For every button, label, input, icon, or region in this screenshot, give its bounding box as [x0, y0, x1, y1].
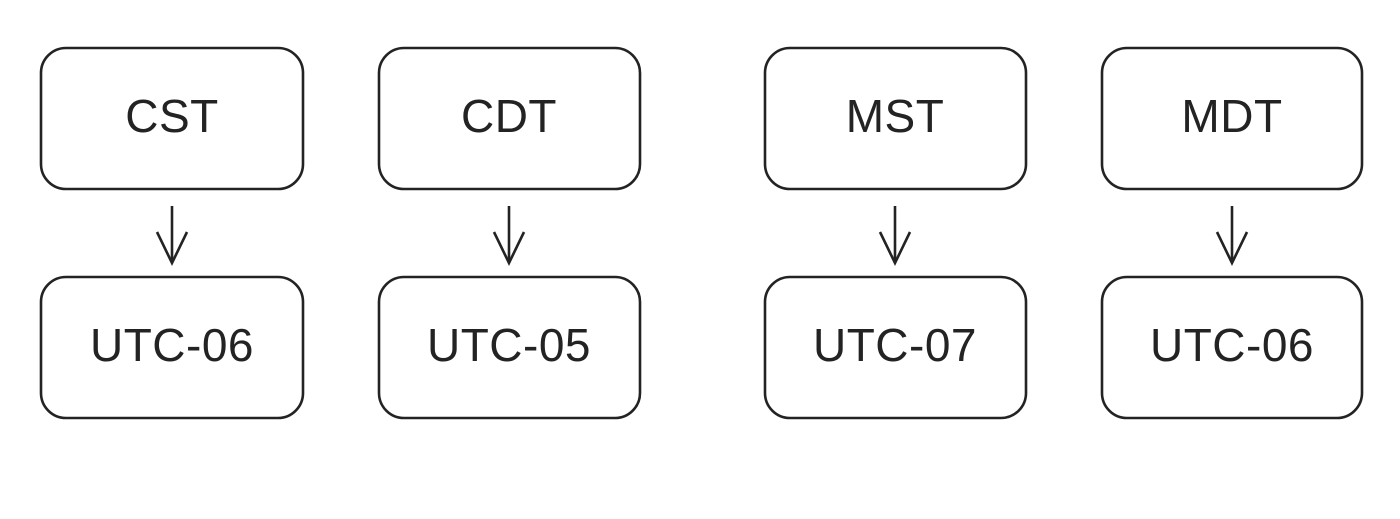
node-utc-06-cst-shape [39, 275, 305, 420]
node-utc-07-mst-shape [763, 275, 1028, 420]
node-mdt-label: MDT [1181, 90, 1282, 142]
edge-cst-to-utc-06 [155, 206, 189, 266]
node-utc-07-mst-label: UTC-07 [813, 319, 977, 371]
node-cdt-label: CDT [461, 90, 557, 142]
node-utc-06-mdt-label: UTC-06 [1150, 319, 1314, 371]
edge-mst-to-utc-07 [878, 206, 912, 266]
node-utc-06-cst[interactable]: UTC-06 [39, 275, 305, 420]
arrowhead-down-icon [1215, 231, 1249, 266]
node-cst-label: CST [125, 90, 219, 142]
flow-column-cdt: CDT UTC-05 [377, 46, 642, 420]
node-utc-05-cdt-label: UTC-05 [427, 319, 591, 371]
flow-column-mst: MST UTC-07 [763, 46, 1028, 420]
node-utc-06-mdt[interactable]: UTC-06 [1100, 275, 1364, 420]
node-cdt-shape [377, 46, 642, 191]
flow-column-cst: CST UTC-06 [39, 46, 305, 420]
arrowhead-down-icon [155, 231, 189, 266]
node-mst-shape [763, 46, 1028, 191]
edge-cdt-to-utc-05 [492, 206, 526, 266]
node-utc-05-cdt[interactable]: UTC-05 [377, 275, 642, 420]
node-cst[interactable]: CST [39, 46, 305, 191]
node-mst-label: MST [846, 90, 945, 142]
arrowhead-down-icon [492, 231, 526, 266]
node-utc-06-mdt-shape [1100, 275, 1364, 420]
node-utc-07-mst[interactable]: UTC-07 [763, 275, 1028, 420]
node-utc-06-cst-label: UTC-06 [90, 319, 254, 371]
flow-column-mdt: MDT UTC-06 [1100, 46, 1364, 420]
node-cdt[interactable]: CDT [377, 46, 642, 191]
node-utc-05-cdt-shape [377, 275, 642, 420]
node-mdt-shape [1100, 46, 1364, 191]
edge-mdt-to-utc-06 [1215, 206, 1249, 266]
node-mdt[interactable]: MDT [1100, 46, 1364, 191]
node-mst[interactable]: MST [763, 46, 1028, 191]
arrowhead-down-icon [878, 231, 912, 266]
node-cst-shape [39, 46, 305, 191]
